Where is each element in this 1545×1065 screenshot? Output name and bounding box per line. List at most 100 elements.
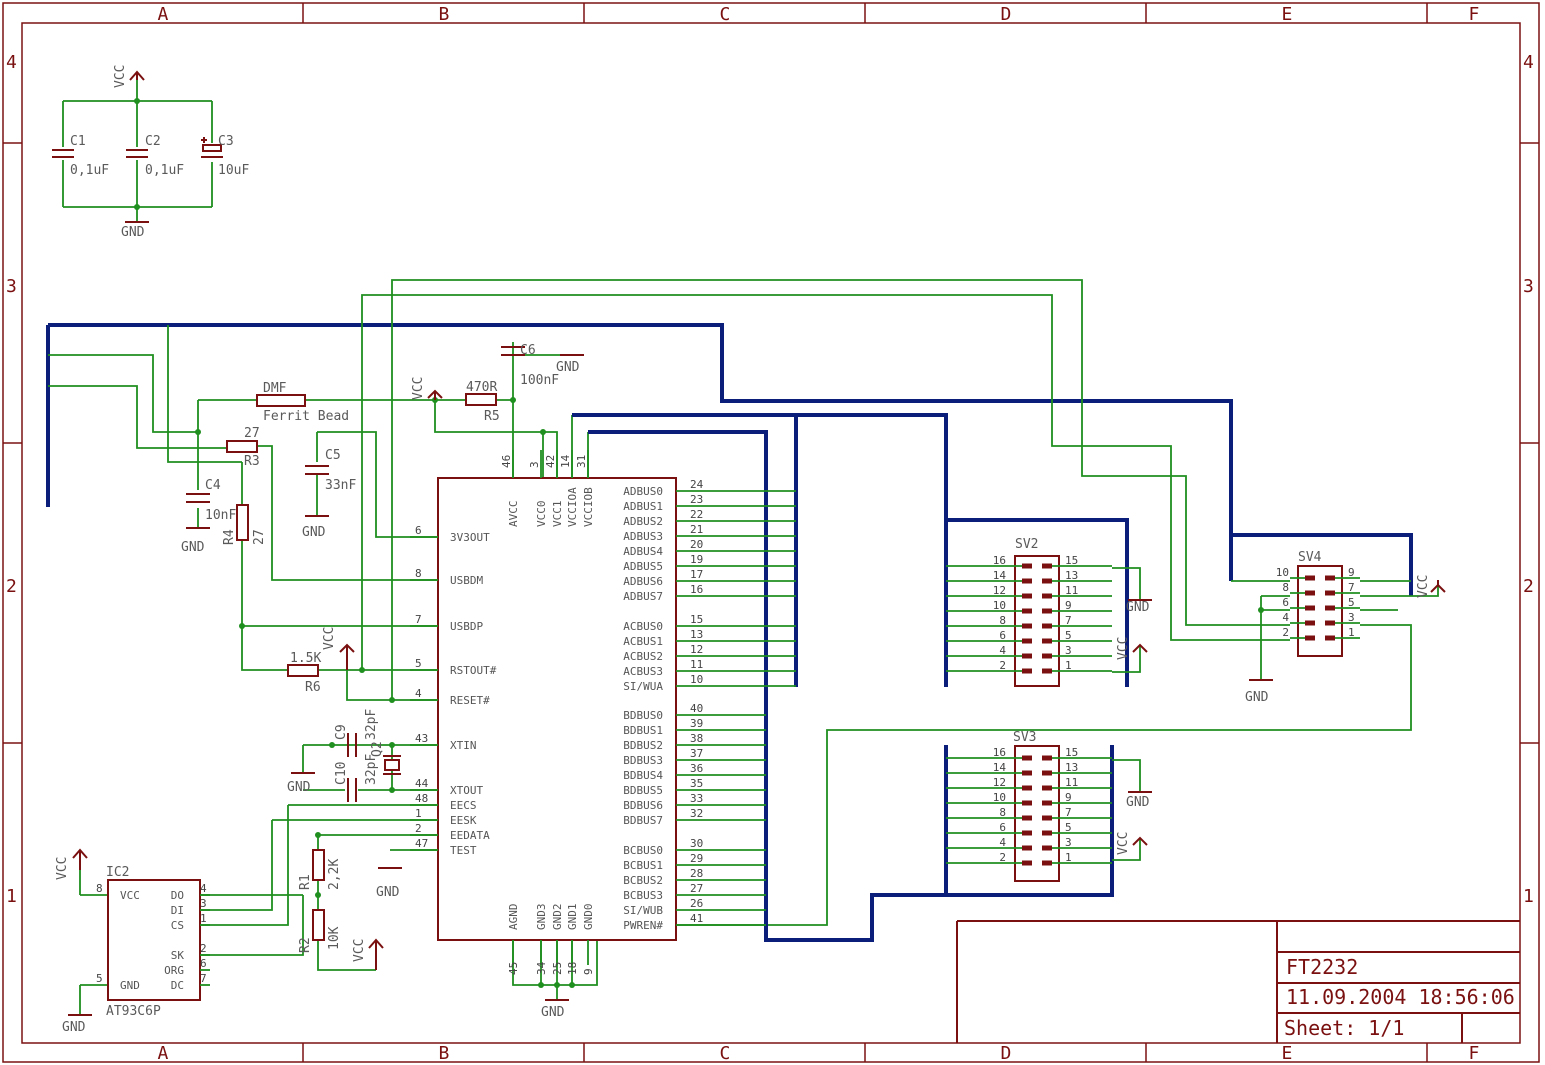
pin-number: 3: [1065, 836, 1072, 849]
pin-number: 7: [415, 613, 422, 626]
c6-value: 100nF: [520, 373, 559, 388]
gnd-symbol: GND: [121, 221, 149, 240]
decoupling-group: C1 0,1uF C2 0,1uF C3 10uF VCC GND: [52, 65, 249, 240]
sv4-ref: SV4: [1298, 550, 1322, 565]
pin-number: 14: [993, 761, 1007, 774]
pin-name: BDBUS0: [623, 709, 663, 722]
pin-name: ACBUS0: [623, 620, 663, 633]
pin-number: 8: [1282, 581, 1289, 594]
header-pin-pad: [1042, 860, 1052, 866]
pin-name: CS: [171, 919, 184, 932]
pin-number: 5: [415, 657, 422, 670]
c6-ref: C6: [520, 343, 536, 358]
pin-name: USBDP: [450, 620, 483, 633]
r5-ref: R5: [484, 409, 500, 424]
header-pin-pad: [1305, 605, 1315, 611]
pin-number: 1: [1065, 659, 1072, 672]
pin-number: 10: [993, 791, 1006, 804]
pin-name: SI/WUA: [623, 680, 663, 693]
pin-number: 13: [1065, 761, 1078, 774]
sv3-ref: SV3: [1013, 730, 1036, 745]
row-label: 4: [6, 52, 17, 73]
pin-name: AVCC: [507, 501, 520, 528]
r6-ref: R6: [305, 680, 321, 695]
header-pin-pad: [1042, 830, 1052, 836]
pin-number: 16: [690, 583, 703, 596]
header-pin-pad: [1325, 620, 1335, 626]
pin-number: 15: [1065, 554, 1078, 567]
pin-number: 18: [566, 962, 579, 975]
pin-number: 13: [690, 628, 703, 641]
r4-value: 27: [252, 529, 267, 545]
gnd-label-c6: GND: [556, 360, 580, 375]
pin-name: ADBUS3: [623, 530, 663, 543]
pin-number: 15: [690, 613, 703, 626]
c10-ref: C10: [334, 762, 349, 785]
pin-number: 2: [999, 851, 1006, 864]
dmf-ref: DMF: [263, 381, 287, 396]
vcc-label-r2: VCC: [352, 939, 367, 962]
pin-name: RSTOUT#: [450, 664, 497, 677]
pin-name: BDBUS3: [623, 754, 663, 767]
pin-name: VCC1: [551, 501, 564, 528]
row-label: 2: [1523, 576, 1534, 597]
pin-name: EECS: [450, 799, 477, 812]
pin-name: XTOUT: [450, 784, 483, 797]
pin-number: 13: [1065, 569, 1078, 582]
header-pin-pad: [1042, 668, 1052, 674]
pin-number: 1: [200, 912, 207, 925]
pin-name: BCBUS3: [623, 889, 663, 902]
pin-number: 9: [582, 968, 595, 975]
r2-value: 10K: [327, 926, 342, 950]
vcc-label-ic2: VCC: [55, 857, 70, 880]
c10-value: 32pF: [364, 754, 379, 785]
pin-number: 4: [415, 687, 422, 700]
pin-name: ACBUS3: [623, 665, 663, 678]
c5-ref: C5: [325, 448, 341, 463]
junctions: [195, 397, 575, 988]
vcc-label: VCC: [113, 65, 128, 88]
vcc-label-sv2: VCC: [1116, 637, 1131, 660]
gnd-label-c5: GND: [302, 525, 326, 540]
c1-value: 0,1uF: [70, 163, 109, 178]
pin-number: 1: [1348, 626, 1355, 639]
pin-number: 44: [415, 777, 429, 790]
header-pin-pad: [1022, 578, 1032, 584]
pin-number: 5: [1065, 821, 1072, 834]
pin-number: 42: [544, 455, 557, 468]
c2-ref: C2: [145, 134, 161, 149]
pin-number: 9: [1065, 599, 1072, 612]
pin-number: 14: [993, 569, 1007, 582]
pin-name: DC: [171, 979, 184, 992]
header-pin-pad: [1022, 845, 1032, 851]
col-label: B: [439, 4, 450, 25]
col-label: D: [1001, 4, 1012, 25]
pin-number: 12: [690, 643, 703, 656]
pin-name: SI/WUB: [623, 904, 663, 917]
header-pin-pad: [1042, 623, 1052, 629]
gnd-label-ic2: GND: [62, 1020, 86, 1035]
capacitor-c4: C4 10nF GND: [181, 478, 236, 555]
header-pin-pad: [1042, 608, 1052, 614]
c4-ref: C4: [205, 478, 221, 493]
pin-name: BDBUS7: [623, 814, 663, 827]
pin-number: 5: [1348, 596, 1355, 609]
title-block: FT2232 11.09.2004 18:56:06 Sheet: 1/1: [956, 920, 1520, 1043]
pin-name: EESK: [450, 814, 477, 827]
pin-name: AGND: [507, 904, 520, 931]
pin-number: 6: [415, 524, 422, 537]
resistor-r3: 27 R3: [226, 426, 260, 469]
header-pin-pad: [1325, 590, 1335, 596]
header-pin-pad: [1042, 770, 1052, 776]
row-label: 3: [6, 276, 17, 297]
pin-name: ACBUS1: [623, 635, 663, 648]
capacitor-c3: C3 10uF: [201, 134, 249, 178]
pin-name: XTIN: [450, 739, 477, 752]
pin-number: 43: [415, 732, 428, 745]
r3-value: 27: [244, 426, 260, 441]
header-pin-pad: [1022, 623, 1032, 629]
header-pin-pad: [1305, 575, 1315, 581]
crystal-q2: Q2: [370, 741, 401, 775]
pin-name: VCC: [120, 889, 140, 902]
